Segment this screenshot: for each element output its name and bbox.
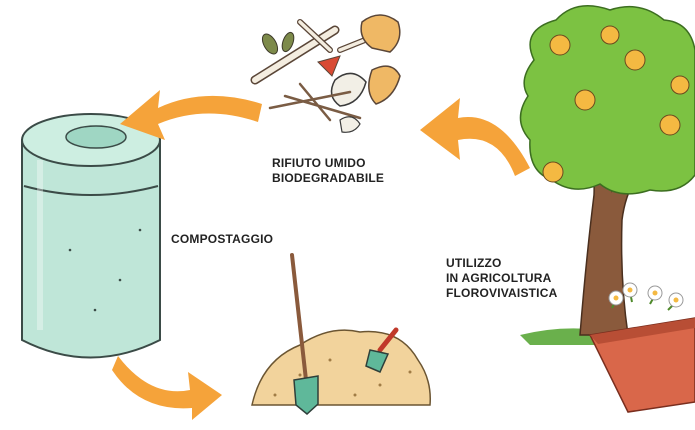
label-use-line1: UTILIZZO	[446, 256, 557, 271]
arrow-tree-to-waste	[420, 98, 530, 176]
compost-heap-illustration	[252, 255, 430, 414]
label-use-line3: FLOROVIVAISTICA	[446, 286, 557, 301]
label-composting: COMPOSTAGGIO	[171, 232, 273, 247]
label-waste-line2: BIODEGRADABILE	[272, 171, 390, 186]
organic-waste-illustration	[255, 15, 400, 132]
label-biodegradable-waste: RIFIUTO UMIDO BIODEGRADABILE	[272, 156, 390, 186]
label-agricultural-use: UTILIZZO IN AGRICOLTURA FLOROVIVAISTICA	[446, 256, 557, 301]
compost-bin-illustration	[22, 114, 160, 358]
label-waste-line1: RIFIUTO UMIDO	[272, 156, 390, 171]
label-use-line2: IN AGRICOLTURA	[446, 271, 557, 286]
arrow-bin-to-heap	[112, 356, 222, 420]
